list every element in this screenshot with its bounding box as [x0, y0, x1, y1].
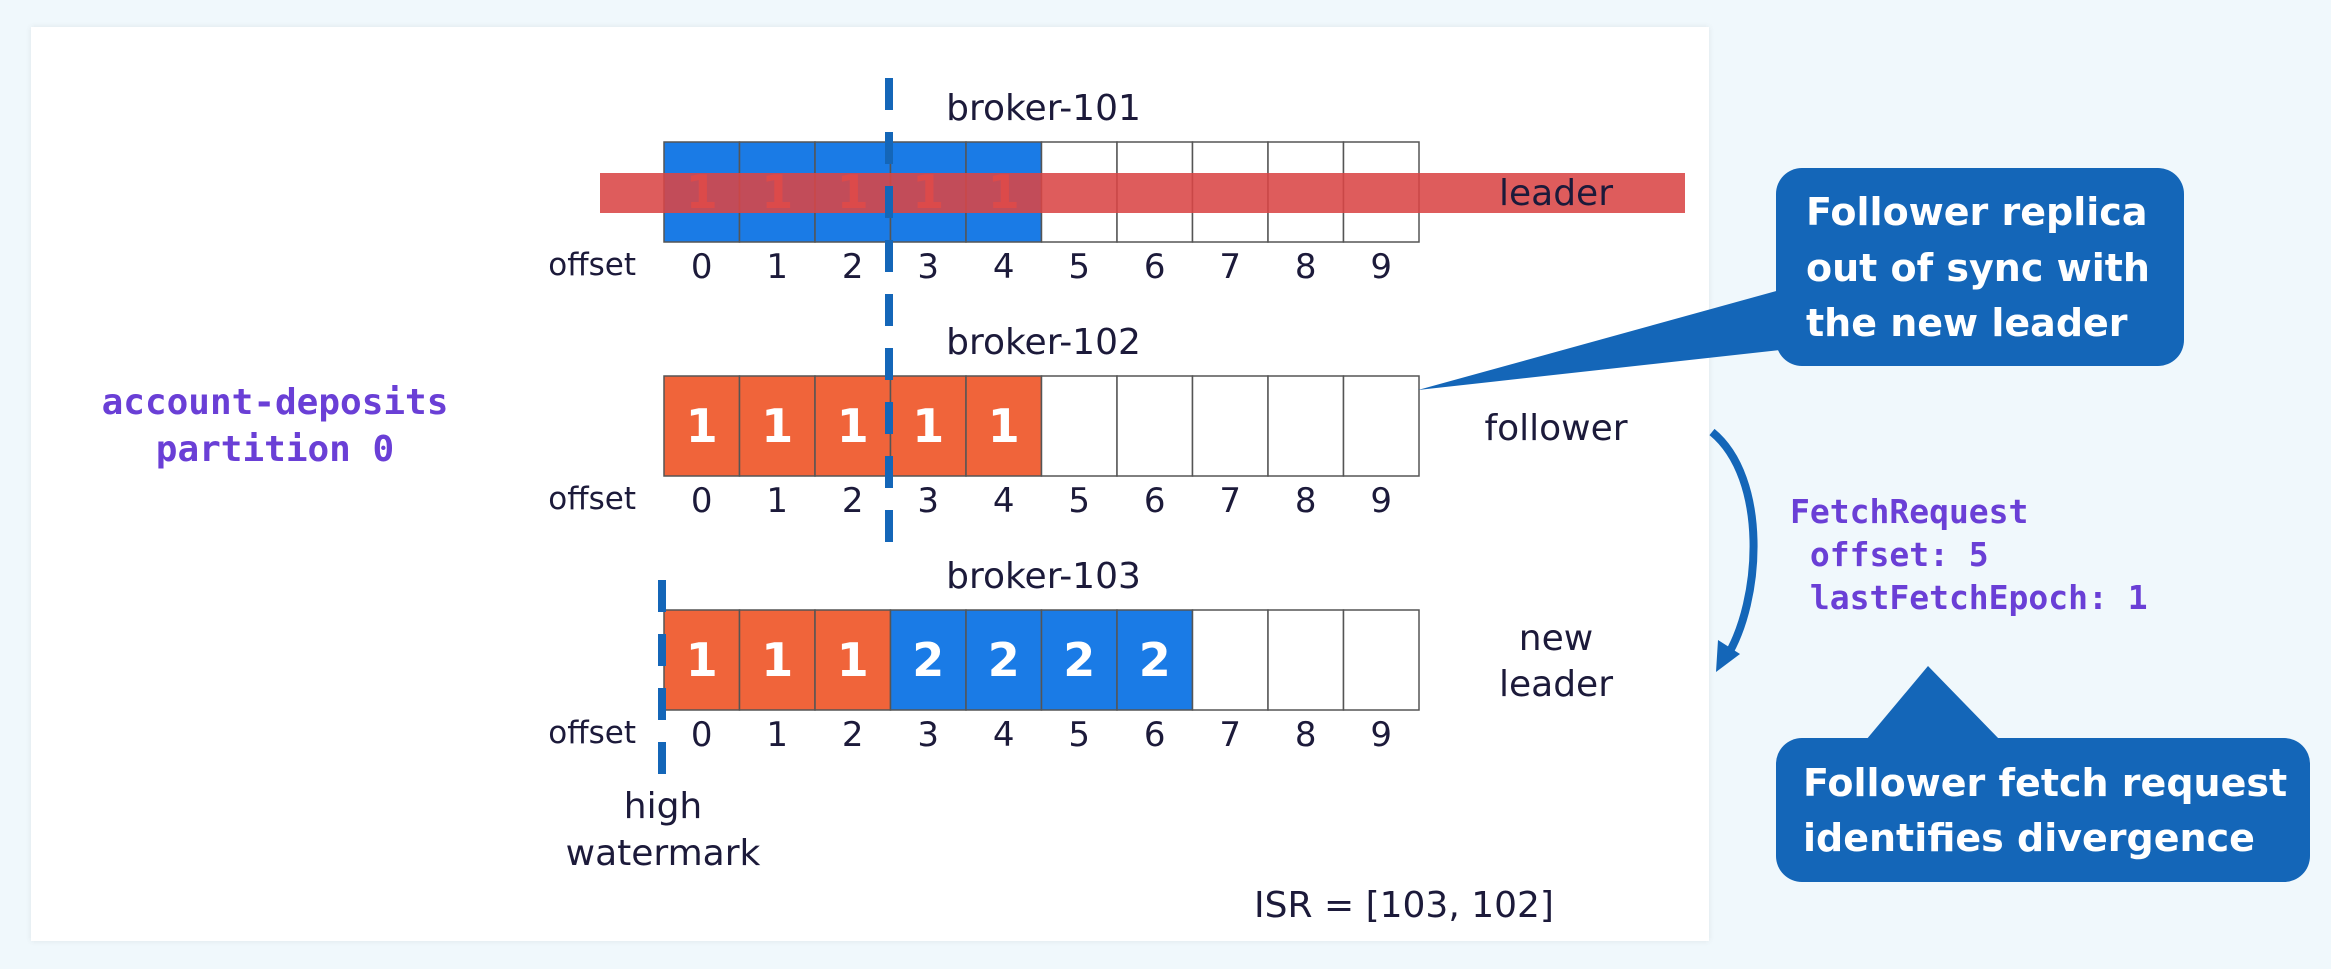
log-cell [1342, 375, 1420, 477]
offset-number: 3 [917, 247, 939, 287]
log-cell [1116, 375, 1194, 477]
new-leader-role-line2: leader [1499, 664, 1613, 705]
log-cell [1116, 609, 1194, 711]
offset-number: 6 [1144, 247, 1166, 287]
broker-title-2: broker-103 [946, 556, 1141, 597]
log-cell [965, 375, 1043, 477]
offset-number: 5 [1068, 247, 1090, 287]
offset-number: 6 [1144, 481, 1166, 521]
topic-name: account-deposits [102, 382, 449, 423]
log-cell-epoch: 1 [837, 399, 869, 453]
offset-number: 1 [766, 481, 788, 521]
log-cell [663, 609, 741, 711]
log-cell [965, 609, 1043, 711]
offset-number: 2 [842, 247, 864, 287]
offset-number: 7 [1219, 481, 1241, 521]
log-cell-epoch: 1 [761, 399, 793, 453]
log-cell [1267, 609, 1345, 711]
log-cell [1040, 609, 1118, 711]
log-cell [1191, 609, 1269, 711]
fetch-arrow [1709, 428, 1758, 661]
bottom-callout-line2: identifies divergence [1803, 816, 2255, 860]
new-leader-role-line1: new [1519, 618, 1593, 659]
log-cell [738, 609, 816, 711]
broker-title-1: broker-102 [946, 322, 1141, 363]
log-cell-epoch: 1 [837, 633, 869, 687]
log-cell-epoch: 1 [912, 399, 944, 453]
top-callout-line1: Follower replica [1806, 190, 2147, 234]
offset-number: 0 [691, 481, 713, 521]
offset-number: 2 [842, 481, 864, 521]
log-cell [814, 609, 892, 711]
offset-number: 0 [691, 715, 713, 755]
bottom-callout-box [1776, 738, 2310, 882]
offset-number: 5 [1068, 715, 1090, 755]
offset-number: 9 [1370, 247, 1392, 287]
offset-number: 8 [1295, 481, 1317, 521]
top-callout-line3: the new leader [1806, 301, 2128, 345]
offset-number: 9 [1370, 481, 1392, 521]
broker-rows: broker-10111111offset0123456789broker-10… [548, 88, 1420, 755]
offset-number: 4 [993, 481, 1015, 521]
offset-number: 1 [766, 715, 788, 755]
offset-number: 6 [1144, 715, 1166, 755]
log-cell [1040, 375, 1118, 477]
log-cell-epoch: 1 [761, 633, 793, 687]
fetch-request-epoch: lastFetchEpoch: 1 [1790, 578, 2148, 617]
bottom-callout-line1: Follower fetch request [1803, 761, 2287, 805]
log-cell [663, 375, 741, 477]
offset-number: 0 [691, 247, 713, 287]
log-cell [814, 375, 892, 477]
offset-label: offset [548, 247, 636, 283]
offset-number: 3 [917, 481, 939, 521]
offset-number: 9 [1370, 715, 1392, 755]
bottom-callout-pointer [1866, 666, 2000, 740]
log-cell [1267, 375, 1345, 477]
log-cell-epoch: 2 [912, 633, 944, 687]
log-cell-epoch: 2 [988, 633, 1020, 687]
top-callout-pointer [1418, 290, 1780, 390]
broker-title-0: broker-101 [946, 88, 1141, 129]
log-cell-epoch: 1 [686, 633, 718, 687]
fetch-arrow-head [1716, 640, 1740, 672]
log-cell [889, 609, 967, 711]
fetch-request-title: FetchRequest [1790, 492, 2028, 531]
log-cell-epoch: 2 [1063, 633, 1095, 687]
offset-number: 8 [1295, 247, 1317, 287]
offset-number: 1 [766, 247, 788, 287]
offset-number: 7 [1219, 715, 1241, 755]
high-watermark-label-line1: high [624, 786, 703, 827]
offset-number: 5 [1068, 481, 1090, 521]
offset-number: 4 [993, 247, 1015, 287]
log-cell [738, 375, 816, 477]
top-callout-line2: out of sync with [1806, 246, 2150, 290]
fetch-request-offset: offset: 5 [1790, 535, 1989, 574]
offset-number: 4 [993, 715, 1015, 755]
log-cell-epoch: 1 [686, 399, 718, 453]
leader-bar [600, 173, 1685, 213]
high-watermark-label-line2: watermark [566, 833, 761, 874]
offset-number: 7 [1219, 247, 1241, 287]
offset-number: 8 [1295, 715, 1317, 755]
offset-label: offset [548, 715, 636, 751]
log-cell-epoch: 1 [988, 399, 1020, 453]
log-cell [1191, 375, 1269, 477]
offset-number: 2 [842, 715, 864, 755]
offset-number: 3 [917, 715, 939, 755]
topic-partition: partition 0 [156, 429, 394, 470]
log-cell [1342, 609, 1420, 711]
leader-role-label: leader [1499, 173, 1613, 214]
isr-label: ISR = [103, 102] [1254, 885, 1554, 926]
top-callout-box [1776, 168, 2184, 366]
offset-label: offset [548, 481, 636, 517]
follower-role-label: follower [1484, 408, 1627, 449]
log-cell-epoch: 2 [1139, 633, 1171, 687]
